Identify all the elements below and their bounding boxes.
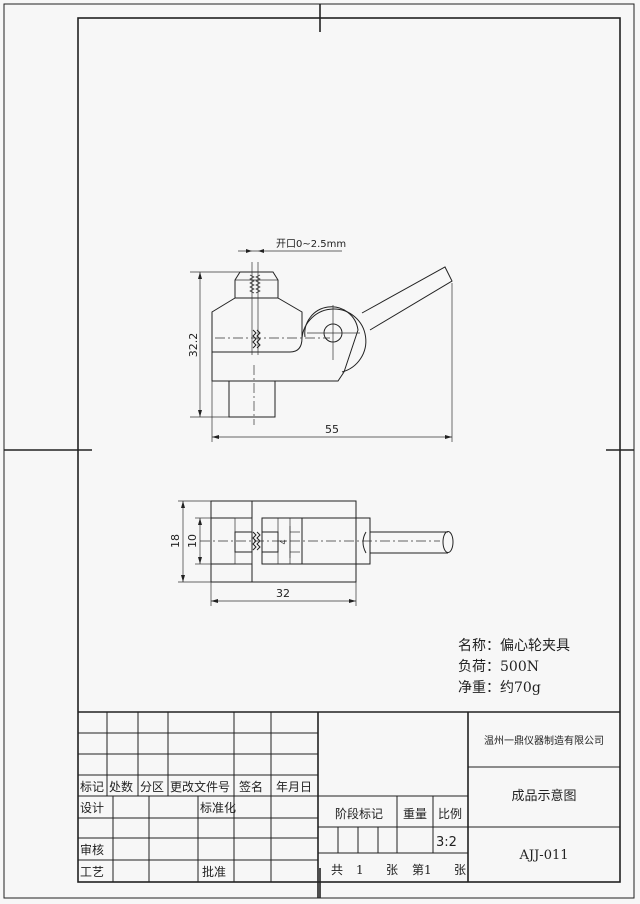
drawing-number: AJJ-011 (518, 848, 568, 863)
title-block: 标记 处数 分区 更改文件号 签名 年月日 设计 标准化 审核 工艺 批准 阶段… (78, 711, 620, 898)
label-review: 审核 (80, 842, 104, 857)
height-dimension: 32.2 (187, 333, 200, 358)
header-mark: 标记 (80, 780, 104, 794)
inner-frame (77, 17, 621, 883)
note-weight: 净重：约70g (458, 680, 541, 696)
label-design: 设计 (80, 801, 104, 815)
header-change-doc: 更改文件号 (170, 779, 230, 794)
label-standardization: 标准化 (200, 801, 236, 815)
opening-dimension: 开口0~2.5mm (276, 239, 346, 250)
header-signature: 签名 (239, 779, 263, 794)
centering-marks (4, 4, 634, 898)
header-zone: 分区 (140, 780, 164, 794)
bottom-view: 4 18 10 32 (169, 500, 454, 606)
note-name: 名称：偏心轮夹具 (458, 638, 570, 654)
label-sheet-2: 张 (454, 863, 466, 877)
note-load: 负荷：500N (458, 659, 539, 675)
drawing-title: 成品示意图 (511, 788, 576, 804)
bottom-length-dimension: 32 (276, 587, 290, 600)
header-date: 年月日 (276, 780, 312, 794)
scale-value: 3:2 (436, 835, 457, 850)
small-width-dimension: 4 (279, 539, 288, 544)
inner-width-dimension: 10 (186, 534, 199, 548)
label-approve: 批准 (202, 864, 226, 879)
label-scale: 比例 (438, 807, 462, 821)
label-stage-mark: 阶段标记 (335, 806, 383, 821)
label-sheet: 张 (386, 863, 398, 877)
length-dimension: 55 (325, 423, 339, 436)
header-count: 处数 (109, 779, 133, 794)
front-view: 开口0~2.5mm 32.2 55 (187, 239, 453, 442)
label-weight: 重量 (403, 807, 427, 821)
label-total: 共 (331, 863, 343, 877)
technical-notes: 名称：偏心轮夹具 负荷：500N 净重：约70g (458, 638, 570, 696)
company-name: 温州一鼎仪器制造有限公司 (484, 734, 604, 747)
sheet-number: 第1 (412, 863, 432, 877)
outer-border (3, 3, 635, 899)
label-process: 工艺 (80, 865, 104, 879)
outer-width-dimension: 18 (169, 534, 182, 548)
total-sheets: 1 (356, 863, 364, 877)
